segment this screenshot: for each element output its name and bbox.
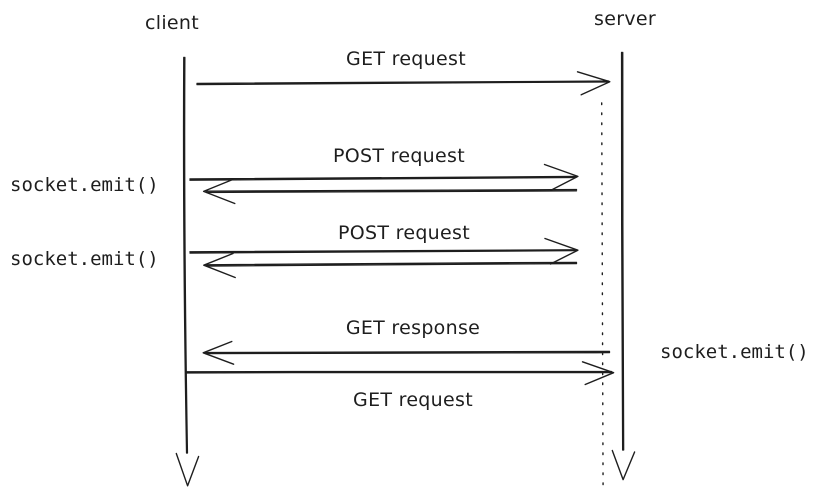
annotation-socket-emit-1: socket.emit()	[10, 174, 159, 196]
server-activation-dotted-line	[601, 102, 604, 493]
arrowhead-right-icon	[544, 237, 579, 265]
message-label-get-request-1: GET request	[346, 48, 466, 70]
annotation-socket-emit-3: socket.emit()	[660, 341, 809, 363]
annotation-socket-emit-2: socket.emit()	[10, 248, 159, 270]
arrowhead-left-icon	[203, 252, 236, 279]
arrow-post-request-1-return	[202, 178, 578, 205]
actor-label-server: server	[594, 8, 656, 30]
message-label-post-request-2: POST request	[338, 222, 470, 244]
arrow-get-response	[202, 340, 611, 365]
arrowhead-left-icon	[202, 340, 235, 365]
arrowhead-right-icon	[543, 163, 579, 192]
message-label-get-request-2: GET request	[353, 389, 473, 411]
arrow-get-request-1	[196, 71, 611, 96]
actor-label-client: client	[145, 12, 199, 34]
arrowhead-right-icon	[576, 71, 611, 96]
arrow-post-request-1	[189, 163, 579, 192]
arrow-post-request-2	[189, 237, 579, 265]
arrowhead-right-icon	[581, 361, 615, 386]
message-label-post-request-1: POST request	[333, 145, 465, 167]
arrow-get-request-2	[185, 361, 615, 386]
arrow-post-request-2-return	[203, 252, 578, 279]
message-label-get-response: GET response	[345, 317, 481, 339]
server-lifeline	[611, 51, 636, 481]
server-lifeline-arrowhead	[611, 449, 636, 481]
client-lifeline	[175, 56, 200, 487]
client-lifeline-arrowhead	[175, 452, 200, 487]
arrowhead-left-icon	[202, 178, 236, 205]
